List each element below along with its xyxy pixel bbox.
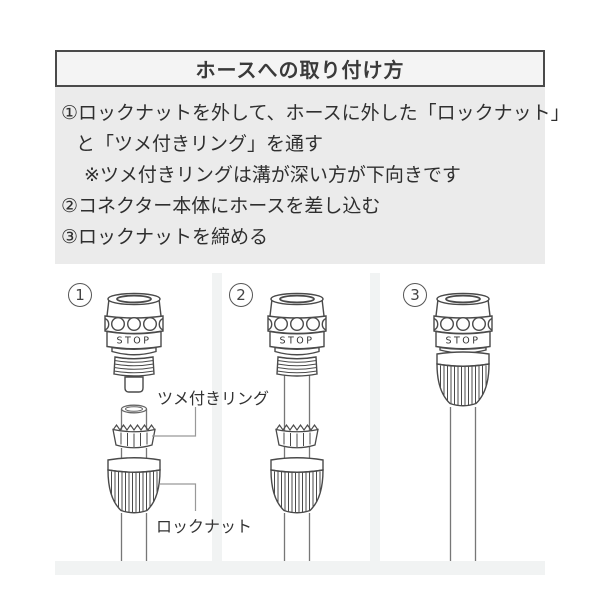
connector-exploded-illustration: STOP bbox=[103, 292, 164, 561]
nozzle-stub bbox=[123, 376, 144, 393]
claw-ring bbox=[111, 424, 156, 449]
page-title: ホースへの取り付け方 bbox=[195, 58, 405, 82]
step-2-badge: 2 bbox=[229, 283, 253, 307]
instructions-block: ①ロックナットを外して、ホースに外した「ロックナット」 と「ツメ付きリング」を通… bbox=[55, 87, 570, 264]
instruction-step-2: ②コネクター本体にホースを差し込む bbox=[61, 195, 381, 217]
connector-body bbox=[103, 292, 164, 393]
instruction-note: ※ツメ付きリングは溝が深い方が下向きです bbox=[84, 164, 461, 186]
stop-label: STOP bbox=[116, 336, 151, 347]
instruction-step-3: ③ロックナットを締める bbox=[61, 226, 269, 248]
stop-label: STOP bbox=[445, 336, 480, 347]
instruction-step-1-cont: と「ツメ付きリング」を通す bbox=[76, 133, 324, 155]
hose-opening bbox=[120, 404, 147, 414]
claw-ring-label: ツメ付きリング bbox=[157, 389, 270, 408]
content-area: ホースへの取り付け方 ①ロックナットを外して、ホースに外した「ロックナット」 と… bbox=[55, 50, 570, 575]
lock-nut-label: ロックナット bbox=[156, 517, 253, 536]
diagram-section: 1 bbox=[55, 273, 545, 575]
connector-inserted-illustration: STOP bbox=[267, 292, 327, 561]
lock-nut bbox=[270, 457, 324, 514]
connector-body bbox=[267, 292, 327, 377]
connector-body bbox=[432, 292, 493, 354]
lock-nut bbox=[106, 457, 161, 514]
claw-ring bbox=[275, 424, 319, 449]
title-bar: ホースへの取り付け方 bbox=[55, 50, 545, 87]
flange bbox=[274, 346, 320, 356]
connector-assembled-illustration: STOP bbox=[432, 292, 493, 561]
instruction-step-1: ①ロックナットを外して、ホースに外した「ロックナット」 bbox=[61, 102, 570, 124]
diagram-panel-3: 3 STOP bbox=[380, 273, 545, 561]
flange bbox=[110, 346, 157, 356]
hose bbox=[449, 407, 476, 561]
step-1-badge: 1 bbox=[68, 283, 92, 307]
stop-label: STOP bbox=[279, 336, 314, 347]
diagram-panel-2: 2 bbox=[222, 273, 370, 561]
lock-nut bbox=[435, 351, 490, 407]
step-3-badge: 3 bbox=[403, 283, 427, 307]
